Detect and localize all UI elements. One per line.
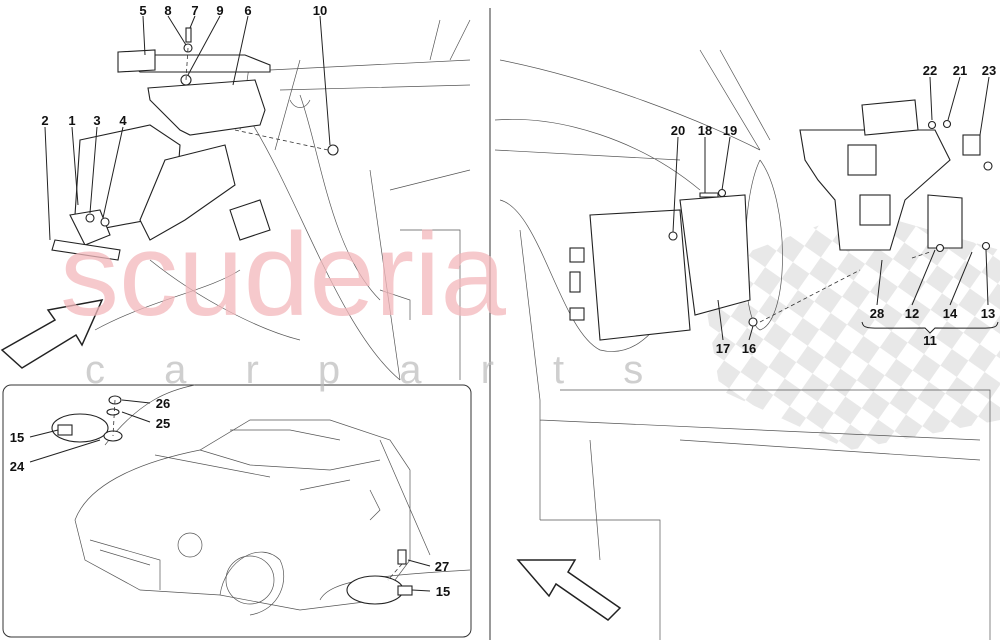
inset-panel-frame (2, 384, 472, 638)
callout-28: 28 (870, 306, 884, 321)
callout-9: 9 (216, 3, 223, 18)
left-callouts: 5 8 7 9 6 10 2 1 3 4 (41, 3, 327, 128)
callout-3: 3 (93, 113, 100, 128)
car-overview-illustration (74, 384, 471, 616)
callout-23: 23 (982, 63, 996, 78)
callout-13: 13 (981, 306, 995, 321)
speaker-parts (51, 395, 413, 605)
callout-18: 18 (698, 123, 712, 138)
right-leader-lines (672, 76, 999, 341)
inset-leader-lines (29, 399, 431, 592)
callout-24: 24 (10, 459, 25, 474)
watermark-brand: scuderia (60, 209, 506, 341)
callout-11: 11 (923, 333, 937, 348)
callout-22: 22 (923, 63, 937, 78)
callout-7: 7 (191, 3, 198, 18)
callout-2: 2 (41, 113, 48, 128)
callout-10: 10 (313, 3, 327, 18)
callout-17: 17 (716, 341, 730, 356)
right-callouts: 20 18 19 22 21 23 17 16 28 12 14 13 11 (671, 63, 996, 356)
callout-21: 21 (953, 63, 967, 78)
direction-arrow-icon (516, 559, 622, 621)
callout-16: 16 (742, 341, 756, 356)
inset-callouts: 26 25 15 24 27 15 (10, 396, 450, 599)
left-leader-lines (44, 15, 331, 241)
callout-15: 15 (10, 430, 24, 445)
callout-1: 1 (68, 113, 75, 128)
direction-arrow-icon (0, 299, 104, 369)
callout-5: 5 (139, 3, 146, 18)
callout-27: 27 (435, 559, 449, 574)
callout-4: 4 (119, 113, 127, 128)
callout-6: 6 (244, 3, 251, 18)
callout-14: 14 (943, 306, 958, 321)
callout-20: 20 (671, 123, 685, 138)
left-car-interior (51, 19, 471, 381)
callout-26: 26 (156, 396, 170, 411)
callout-12: 12 (905, 306, 919, 321)
watermark-sub: c a r p a r t s (85, 348, 667, 392)
callout-25: 25 (156, 416, 170, 431)
callout-8: 8 (164, 3, 171, 18)
callout-19: 19 (723, 123, 737, 138)
callout-15-lower: 15 (436, 584, 450, 599)
group-bracket (861, 321, 999, 334)
right-car-interior (494, 49, 993, 640)
